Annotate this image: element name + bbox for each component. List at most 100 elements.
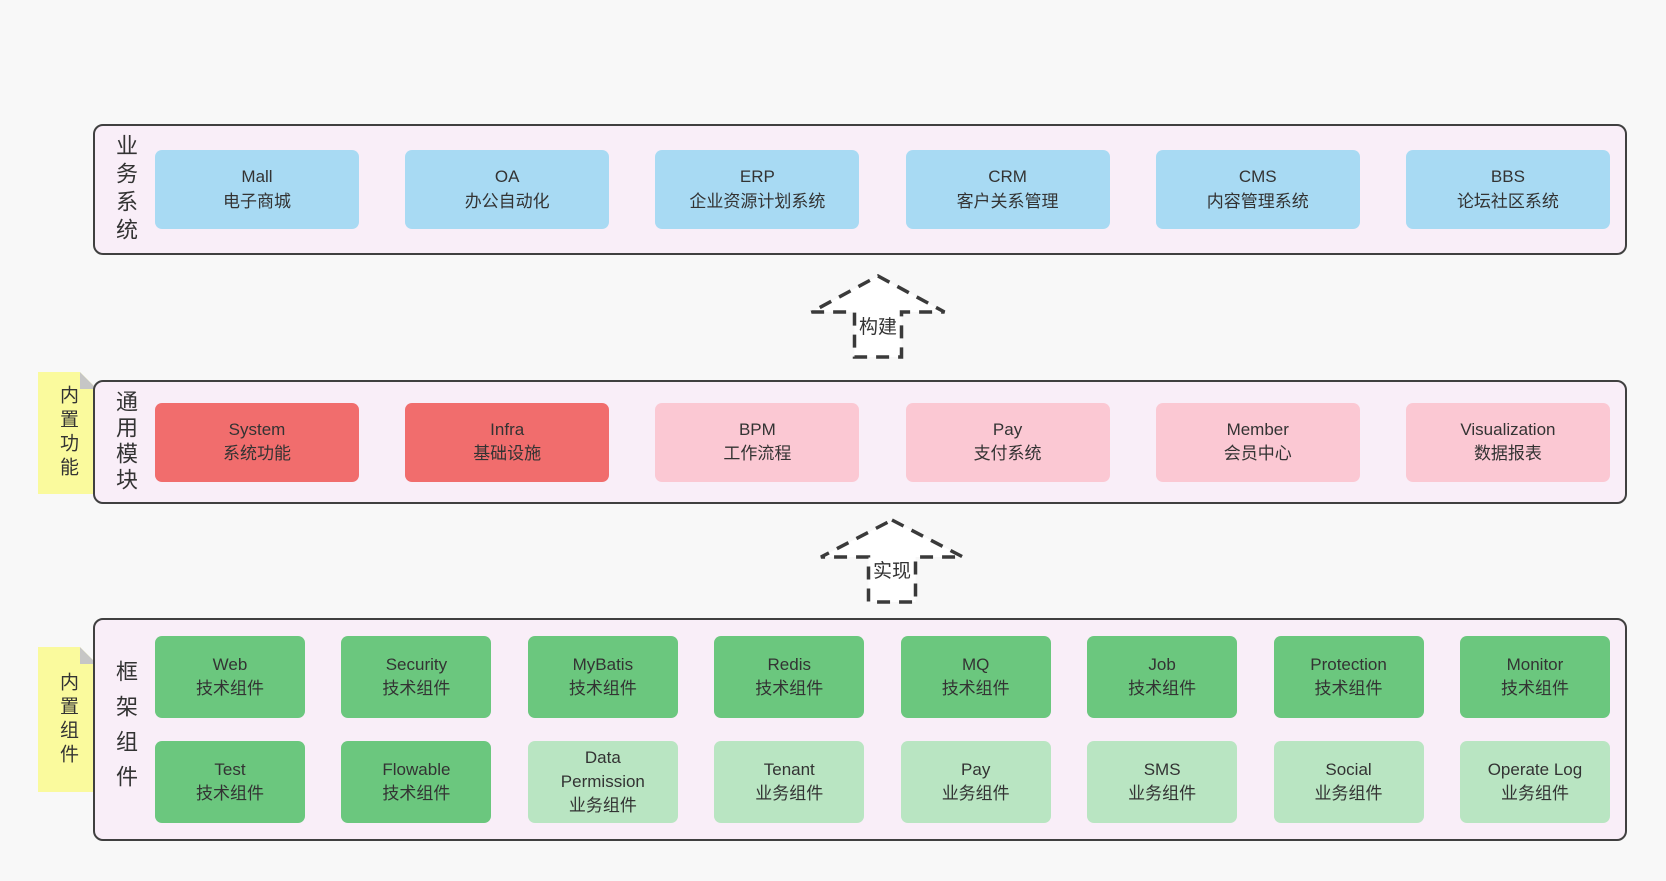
box-title: Pay [992, 419, 1023, 439]
box-bpm: BPM 工作流程 [655, 402, 860, 482]
common-modules-label: 通用模块 [113, 390, 138, 494]
box-oa: OA 办公自动化 [405, 150, 610, 229]
box-desc: 会员中心 [1223, 444, 1292, 463]
box-title: Job [1148, 654, 1176, 674]
box-desc: 技术组件 [196, 679, 264, 698]
box-title: Data Permission [560, 747, 645, 791]
box-desc: 电子商城 [223, 191, 291, 211]
box-title: MQ [961, 654, 990, 674]
box-title: Visualization [1460, 419, 1556, 439]
box-title: Tenant [763, 759, 815, 779]
box-protection: Protection 技术组件 [1273, 636, 1424, 718]
box-desc: 技术组件 [755, 679, 824, 698]
box-cms: CMS 内容管理系统 [1155, 150, 1360, 229]
box-visualization: Visualization 数据报表 [1405, 402, 1610, 482]
box-crm: CRM 客户关系管理 [905, 150, 1110, 229]
box-desc: 业务组件 [1128, 784, 1197, 803]
framework-components-grid: Web 技术组件 Security 技术组件 MyBatis 技术组件 Redi… [155, 620, 1625, 839]
box-pay-module: Pay 支付系统 [905, 402, 1110, 482]
box-mq: MQ 技术组件 [900, 636, 1051, 718]
box-desc: 基础设施 [473, 444, 542, 463]
built-in-components-tag: 内置组件 [38, 647, 97, 792]
box-title: Redis [767, 654, 811, 674]
box-title: Test [214, 759, 246, 779]
box-tenant: Tenant 业务组件 [714, 741, 865, 823]
business-systems-row: Mall 电子商城 OA 办公自动化 ERP 企业资源计划系统 CRM 客户关系… [155, 126, 1625, 253]
framework-components-row-2: Test 技术组件 Flowable 技术组件 Data Permission … [155, 741, 1610, 823]
box-desc: 数据报表 [1473, 444, 1542, 463]
framework-components-row-1: Web 技术组件 Security 技术组件 MyBatis 技术组件 Redi… [155, 636, 1610, 718]
box-desc: 技术组件 [568, 679, 637, 698]
box-desc: 业务组件 [755, 784, 824, 803]
box-redis: Redis 技术组件 [714, 636, 865, 718]
box-desc: 技术组件 [1128, 679, 1197, 698]
box-desc: 支付系统 [973, 444, 1042, 463]
box-security: Security 技术组件 [341, 636, 492, 718]
box-title: Monitor [1506, 654, 1564, 674]
box-title: BPM [738, 419, 776, 439]
implement-arrow-label: 实现 [872, 561, 911, 582]
built-in-functions-tag: 内置功能 [38, 372, 97, 494]
box-desc: 技术组件 [196, 784, 264, 803]
business-systems-label: 业务系统 [113, 133, 138, 246]
box-desc: 系统功能 [223, 444, 291, 463]
box-pay-component: Pay 业务组件 [900, 741, 1051, 823]
box-title: Mall [241, 167, 273, 187]
box-title: SMS [1143, 759, 1181, 779]
box-data-permission: Data Permission 业务组件 [527, 741, 678, 823]
framework-components-label-column: 框架组件 [95, 620, 155, 839]
common-modules-label-column: 通用模块 [95, 382, 155, 502]
box-member: Member 会员中心 [1155, 402, 1360, 482]
box-desc: 客户关系管理 [956, 191, 1059, 211]
common-modules-panel: 通用模块 System 系统功能 Infra 基础设施 BPM 工作流程 Pay… [93, 380, 1627, 504]
box-desc: 办公自动化 [464, 191, 550, 211]
box-social: Social 业务组件 [1273, 741, 1424, 823]
box-desc: 业务组件 [1314, 784, 1383, 803]
box-title: Pay [961, 759, 991, 779]
implement-arrow: 实现 [817, 516, 967, 606]
box-title: OA [494, 167, 520, 187]
build-arrow-label: 构建 [858, 317, 897, 338]
box-title: Social [1325, 759, 1372, 779]
box-flowable: Flowable 技术组件 [341, 741, 492, 823]
up-arrow-icon [820, 518, 964, 604]
box-desc: 业务组件 [568, 796, 637, 816]
box-title: Member [1226, 419, 1289, 439]
framework-components-panel: 框架组件 Web 技术组件 Security 技术组件 MyBatis 技术组件… [93, 618, 1627, 841]
box-desc: 业务组件 [1500, 784, 1569, 803]
box-title: Web [212, 654, 248, 674]
box-test: Test 技术组件 [155, 741, 305, 823]
box-infra: Infra 基础设施 [405, 402, 610, 482]
box-title: Flowable [382, 759, 451, 779]
box-title: Protection [1310, 654, 1387, 674]
box-mybatis: MyBatis 技术组件 [527, 636, 678, 718]
box-web: Web 技术组件 [155, 636, 305, 718]
up-arrow-icon [810, 274, 946, 359]
box-job: Job 技术组件 [1087, 636, 1238, 718]
box-title: System [228, 419, 286, 439]
box-desc: 技术组件 [941, 679, 1010, 698]
box-desc: 技术组件 [1500, 679, 1569, 698]
box-desc: 技术组件 [1314, 679, 1383, 698]
box-title: Operate Log [1487, 759, 1583, 779]
business-systems-label-column: 业务系统 [95, 126, 155, 253]
box-desc: 技术组件 [382, 679, 451, 698]
common-modules-row: System 系统功能 Infra 基础设施 BPM 工作流程 Pay 支付系统… [155, 382, 1625, 502]
box-desc: 论坛社区系统 [1456, 191, 1559, 211]
box-desc: 业务组件 [941, 784, 1010, 803]
box-desc: 工作流程 [723, 444, 792, 463]
build-arrow: 构建 [803, 272, 953, 362]
box-desc: 技术组件 [382, 784, 451, 803]
box-title: BBS [1490, 167, 1525, 187]
box-erp: ERP 企业资源计划系统 [655, 150, 860, 229]
box-mall: Mall 电子商城 [155, 150, 359, 229]
box-bbs: BBS 论坛社区系统 [1405, 150, 1610, 229]
box-sms: SMS 业务组件 [1087, 741, 1238, 823]
box-title: MyBatis [572, 654, 634, 674]
box-title: CRM [988, 167, 1027, 187]
box-title: Security [385, 654, 448, 674]
box-title: Infra [490, 419, 525, 439]
framework-components-label: 框架组件 [113, 659, 138, 800]
box-desc: 内容管理系统 [1206, 191, 1309, 211]
box-title: CMS [1238, 167, 1277, 187]
